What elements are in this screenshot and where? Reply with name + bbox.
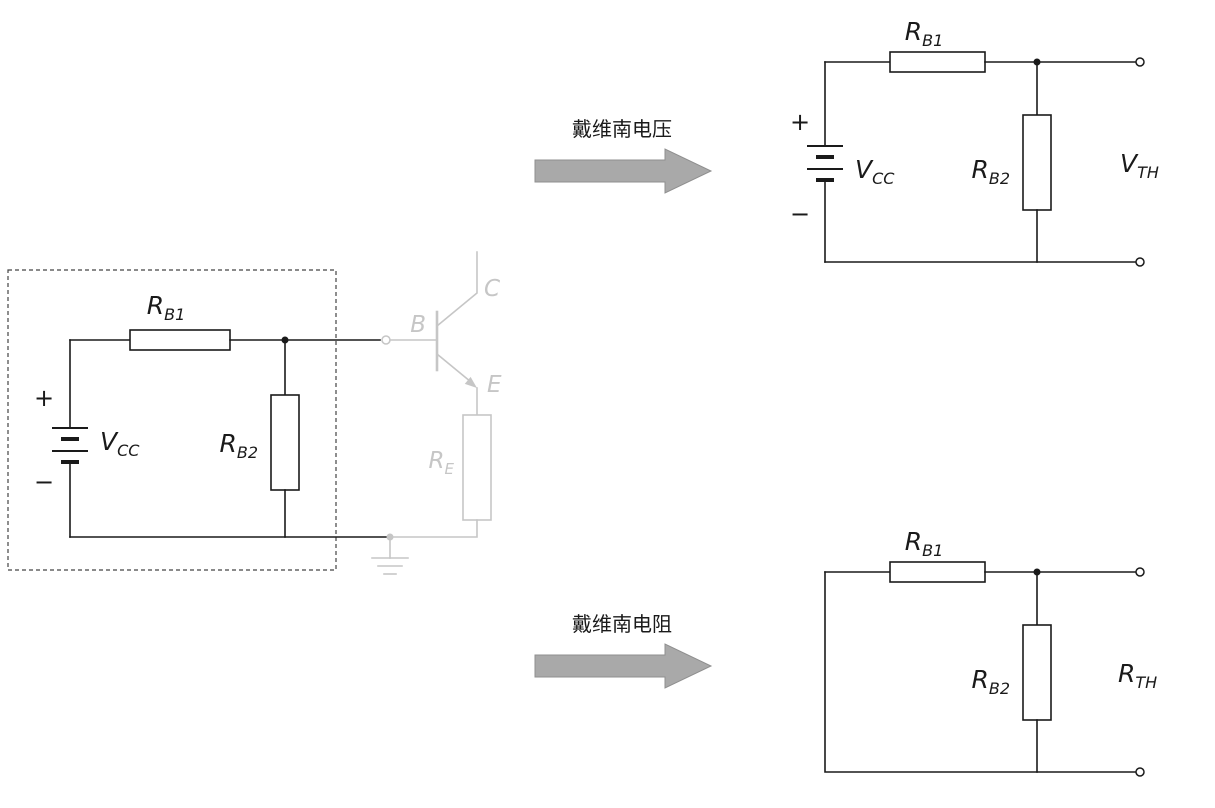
emitter-arrow-icon [464, 376, 477, 388]
re-bottom-wire [391, 519, 478, 538]
output-terminal-top [1135, 567, 1145, 577]
output-terminal-top [1135, 57, 1145, 67]
rb1-resistor [129, 329, 231, 351]
right-arrow-icon [534, 148, 713, 194]
thevenin-resistance-circuit: RB1 RB2 RTH [824, 527, 1157, 777]
thevenin-voltage-circuit: + − VCC RB1 RB2 VTH [790, 17, 1159, 267]
re-resistor [462, 414, 492, 521]
vth-label: VTH [1120, 149, 1159, 182]
ground-icon [371, 536, 409, 575]
base-label: B [410, 312, 426, 338]
rb1-resistor [889, 561, 986, 583]
thevenin-resistance-arrow: 戴维南电阻 [534, 612, 713, 689]
plus-sign: + [34, 384, 54, 412]
base-terminal-circle [381, 335, 391, 345]
thevenin-resistance-arrow-label: 戴维南电阻 [572, 612, 672, 636]
wire-left-and-bottom [824, 571, 1137, 773]
minus-sign: − [34, 468, 54, 496]
dashed-boundary [7, 269, 337, 571]
rb1-label: RB1 [147, 291, 186, 324]
rb1-resistor [889, 51, 986, 73]
vcc-label: VCC [855, 155, 895, 188]
output-terminal-bottom [1135, 767, 1145, 777]
rth-label: RTH [1118, 659, 1157, 692]
minus-sign: − [790, 200, 810, 228]
re-label: RE [429, 448, 455, 478]
rb1-label: RB1 [905, 17, 944, 50]
output-terminal-bottom [1135, 257, 1145, 267]
emitter-label: E [487, 372, 502, 398]
rb2-resistor [1022, 624, 1052, 721]
rb2-label: RB2 [971, 665, 1010, 698]
rb1-label: RB1 [905, 527, 944, 560]
rb2-label: RB2 [219, 429, 258, 462]
thevenin-voltage-arrow-label: 戴维南电压 [572, 117, 672, 141]
rb2-resistor [1022, 114, 1052, 211]
collector-lead [435, 251, 478, 328]
rb2-resistor [270, 394, 300, 491]
thevenin-voltage-arrow: 戴维南电压 [534, 117, 713, 194]
vcc-label: VCC [100, 427, 140, 460]
rb2-label: RB2 [971, 155, 1010, 188]
plus-sign: + [790, 108, 810, 136]
source-circuit: + − VCC RB1 RB2 [7, 269, 391, 571]
battery-vcc [52, 339, 88, 538]
collector-label: C [484, 276, 500, 302]
transistor-section: B C E RE [371, 251, 502, 575]
right-arrow-icon [534, 643, 713, 689]
emitter-lead [435, 352, 473, 384]
battery-vcc [807, 61, 843, 263]
